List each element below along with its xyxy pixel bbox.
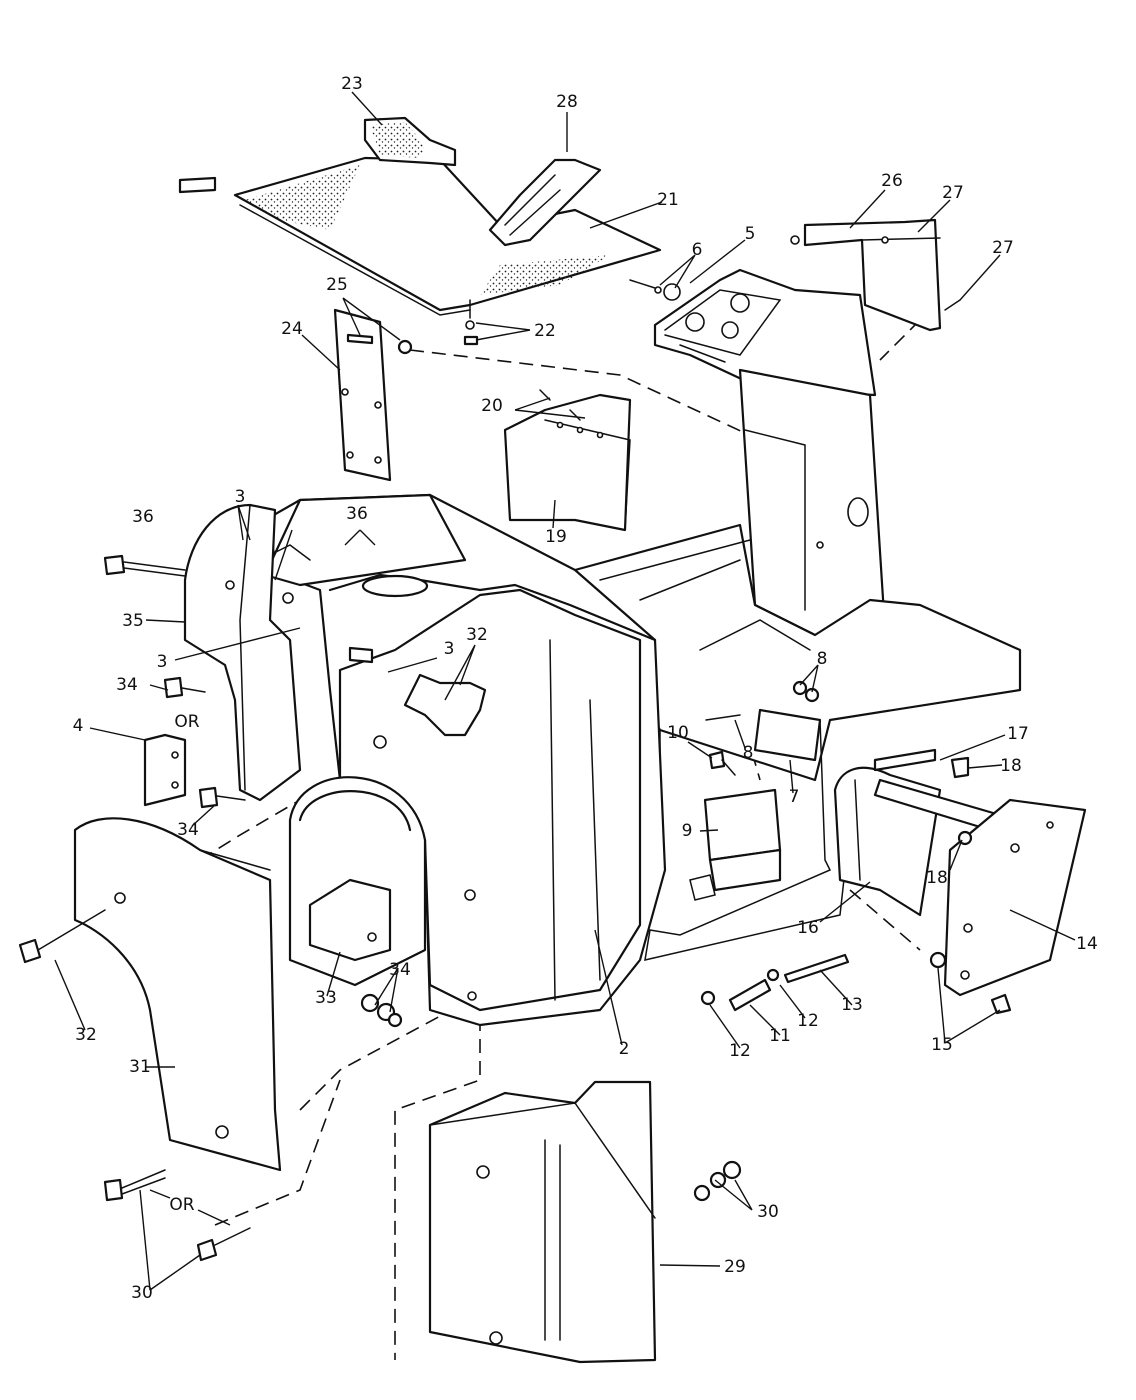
part-36-bolt [103, 554, 186, 577]
callout-13: 13 [841, 995, 863, 1015]
callout-26: 26 [881, 171, 903, 191]
callout-20: 20 [481, 396, 503, 416]
callout-6: 6 [692, 240, 703, 260]
callout-34a: 34 [116, 675, 138, 695]
part-29-cover [428, 1080, 657, 1364]
part-24-plate [333, 308, 413, 482]
part-34-nuts [360, 993, 403, 1028]
part-5-console [653, 268, 887, 637]
callout-34c: 34 [389, 960, 411, 980]
part-30-nuts [693, 1160, 742, 1202]
callout-3b: 3 [157, 652, 168, 672]
callout-or-a: OR [174, 712, 199, 732]
callout-31: 31 [129, 1057, 151, 1077]
callout-8a: 8 [817, 649, 828, 669]
callout-8b: 8 [743, 743, 754, 763]
part-28-pedal-pad [488, 158, 602, 247]
callout-or-b: OR [169, 1195, 194, 1215]
part-13-rod [783, 953, 850, 984]
part-2-main-body [263, 493, 1022, 1027]
part-7-bar [753, 708, 822, 762]
callout-25: 25 [326, 275, 348, 295]
callout-19: 19 [545, 527, 567, 547]
callout-36a: 36 [132, 507, 154, 527]
callout-22: 22 [534, 321, 556, 341]
part-14-fender [943, 798, 1087, 997]
callout-27a: 27 [942, 183, 964, 203]
part-23-corner-mat [363, 116, 457, 167]
part-11-sleeve [728, 978, 772, 1012]
callout-30a: 30 [131, 1283, 153, 1303]
callout-30b: 30 [757, 1202, 779, 1222]
callout-12b: 12 [797, 1011, 819, 1031]
part-31-fender [73, 817, 282, 1172]
callout-14: 14 [1076, 934, 1098, 954]
callout-9: 9 [682, 821, 693, 841]
part-17-strap [873, 748, 1002, 832]
callout-17: 17 [1007, 724, 1029, 744]
callout-2: 2 [619, 1039, 630, 1059]
part-9-block [689, 788, 782, 901]
callout-18a: 18 [1000, 756, 1022, 776]
callout-27b: 27 [992, 238, 1014, 258]
part-30-bolts [103, 1169, 251, 1262]
callout-32a: 32 [466, 625, 488, 645]
callout-3a: 3 [235, 487, 246, 507]
callout-36b: 36 [346, 504, 368, 524]
callout-21: 21 [657, 190, 679, 210]
callout-18b: 18 [926, 868, 948, 888]
callout-23: 23 [341, 74, 363, 94]
part-4-bracket [143, 733, 187, 807]
part-10-bolt [708, 750, 736, 776]
callout-24: 24 [281, 319, 303, 339]
part-6-washer-bolt [629, 279, 681, 301]
callout-4: 4 [73, 716, 84, 736]
part-12-bushings [700, 968, 780, 1006]
callout-28: 28 [556, 92, 578, 112]
part-34-bolts [163, 676, 246, 809]
callout-15: 15 [931, 1035, 953, 1055]
callout-12a: 12 [729, 1041, 751, 1061]
callout-35: 35 [122, 611, 144, 631]
callout-7: 7 [789, 787, 800, 807]
callout-16: 16 [797, 918, 819, 938]
part-15-hardware [929, 951, 1012, 1015]
callout-labels: 23 28 21 26 27 27 5 6 22 25 24 20 19 3 3… [73, 74, 1098, 1303]
callout-3c: 3 [444, 639, 455, 659]
part-33-block [308, 878, 392, 962]
part-8-nuts [705, 680, 820, 721]
callout-11: 11 [769, 1026, 791, 1046]
callout-10: 10 [667, 723, 689, 743]
callout-33: 33 [315, 988, 337, 1008]
callout-5: 5 [745, 224, 756, 244]
part-32-bolt-left [18, 909, 106, 964]
callout-34b: 34 [177, 820, 199, 840]
part-26-cover [790, 218, 961, 332]
callout-29: 29 [724, 1257, 746, 1277]
callout-32b: 32 [75, 1025, 97, 1045]
part-19-bracket [503, 389, 632, 532]
part-35-side-panel [183, 503, 302, 802]
leader-lines [54, 91, 1076, 1291]
